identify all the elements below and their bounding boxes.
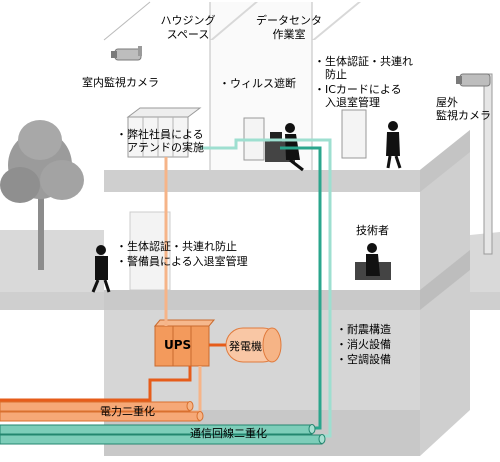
label-biometric-mid-2: ・警備員による入退室管理 (116, 255, 248, 268)
camera-pole (483, 73, 493, 255)
label-comm-dual: 通信回線二重化 (190, 427, 267, 440)
label-attend-1: ・弊社社員による (116, 128, 204, 141)
label-housing-2: スペース (166, 28, 210, 41)
label-ups: UPS (164, 338, 192, 352)
floor-slab-2 (104, 290, 420, 310)
label-outdoor-camera-2: 監視カメラ (436, 109, 491, 122)
label-biometric-top-3: ・ICカードによる (314, 83, 402, 96)
label-facility-1: ・耐震構造 (336, 323, 391, 336)
label-biometric-top-1: ・生体認証・共連れ (314, 55, 413, 68)
indoor-camera-icon (111, 46, 142, 61)
label-datacenter-1: データセンタ (256, 14, 322, 27)
label-biometric-top-4: 入退室管理 (314, 96, 380, 109)
label-biometric-mid-1: ・生体認証・共連れ防止 (116, 240, 237, 253)
ups-icon (153, 319, 216, 367)
door (129, 211, 171, 291)
power-line-down-a (0, 366, 192, 402)
walking-person-icon (91, 245, 111, 293)
label-technician: 技術者 (356, 224, 389, 237)
label-generator: 発電機 (229, 340, 262, 353)
server-rack-icon (126, 107, 202, 158)
locker-icon (341, 109, 367, 159)
comm-pipe-2 (0, 434, 323, 445)
technician-icon (355, 243, 391, 280)
label-biometric-top-2: 防止 (314, 68, 347, 81)
label-power-dual: 電力二重化 (100, 405, 155, 418)
floor-slab-1 (104, 170, 420, 192)
label-attend-2: アテンドの実施 (116, 141, 204, 154)
power-pipe-1 (0, 401, 191, 412)
person-icon (386, 121, 402, 169)
label-outdoor-camera-1: 屋外 (436, 96, 458, 109)
generator-icon (225, 327, 282, 363)
tree-icon (0, 120, 84, 270)
label-virus-block: ・ウィルス遮断 (219, 77, 296, 90)
label-facility-2: ・消火設備 (336, 338, 391, 351)
label-facility-3: ・空調設備 (336, 353, 391, 366)
label-indoor-camera: 室内監視カメラ (82, 76, 159, 89)
label-datacenter-2: 作業室 (272, 28, 306, 41)
ground-left (0, 230, 105, 292)
label-housing-1: ハウジング (160, 14, 216, 27)
outdoor-camera-icon (456, 73, 491, 87)
